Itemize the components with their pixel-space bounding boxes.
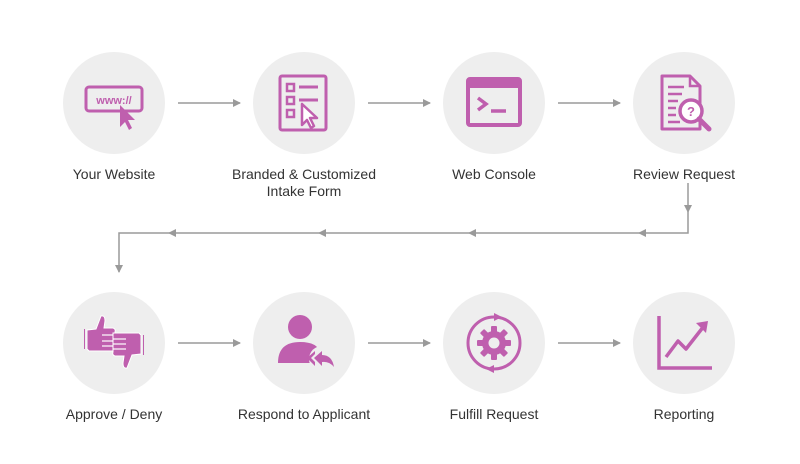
- line-chart-icon: [657, 316, 712, 370]
- return-line-arrowheads: [168, 229, 646, 237]
- step-circle: [63, 292, 165, 394]
- user-reply-icon: [278, 315, 334, 372]
- step-respond-applicant: Respond to Applicant: [214, 292, 394, 423]
- svg-text:?: ?: [687, 104, 695, 119]
- step-review-request: ? Review Request: [594, 52, 774, 183]
- step-circle: [443, 292, 545, 394]
- return-line: [115, 212, 689, 273]
- browser-url-icon: www://: [84, 85, 144, 130]
- step-your-website: www:// Your Website: [24, 52, 204, 183]
- step-circle: [253, 292, 355, 394]
- form-checklist-icon: [278, 74, 328, 132]
- step-circle: [253, 52, 355, 154]
- step-web-console: Web Console: [404, 52, 584, 183]
- document-search-icon: ?: [660, 74, 712, 132]
- step-label: Fulfill Request: [449, 406, 539, 422]
- svg-text:www://: www://: [95, 95, 131, 107]
- step-intake-form: Branded & Customized Intake Form: [214, 52, 394, 200]
- step-circle: [443, 52, 545, 154]
- step-label: Your Website: [72, 166, 156, 182]
- step-circle: www://: [63, 52, 165, 154]
- step-label: Respond to Applicant: [237, 406, 371, 422]
- step-reporting: Reporting: [594, 292, 774, 423]
- step-approve-deny: Approve / Deny: [24, 292, 204, 423]
- step-fulfill-request: Fulfill Request: [404, 292, 584, 423]
- step-circle: [633, 292, 735, 394]
- step-label: Reporting: [653, 406, 715, 422]
- step-label: Review Request: [633, 166, 735, 182]
- step-circle: ?: [633, 52, 735, 154]
- step-label: Branded & Customized Intake Form: [232, 166, 376, 199]
- thumbs-up-down-icon: [84, 315, 144, 369]
- step-label: Web Console: [452, 166, 536, 182]
- terminal-icon: [466, 77, 522, 127]
- gear-cycle-icon: [466, 313, 522, 373]
- step-label: Approve / Deny: [65, 406, 163, 422]
